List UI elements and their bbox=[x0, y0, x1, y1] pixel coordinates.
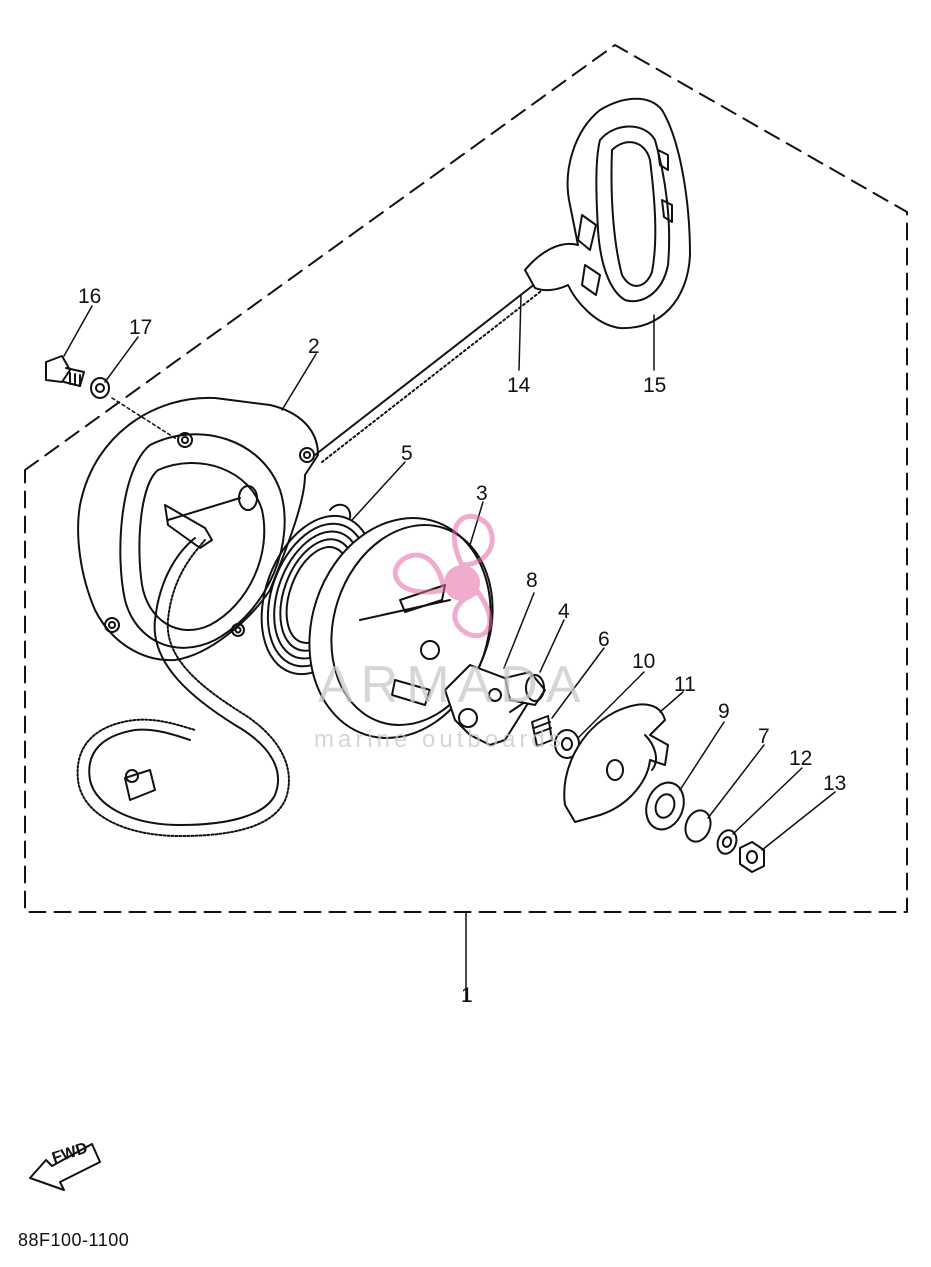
watermark-brand: ARMADA bbox=[318, 656, 589, 714]
bushing bbox=[554, 729, 580, 759]
callout-11: 11 bbox=[674, 673, 696, 696]
callout-5: 5 bbox=[401, 442, 413, 465]
spring-washer bbox=[716, 829, 738, 855]
washer-9 bbox=[645, 781, 685, 831]
callout-2: 2 bbox=[308, 335, 320, 358]
rope-loop bbox=[76, 537, 290, 837]
starter-case bbox=[77, 396, 319, 662]
fwd-arrow-icon bbox=[29, 1143, 101, 1191]
washer-7 bbox=[684, 809, 712, 843]
callout-9: 9 bbox=[718, 700, 730, 723]
washer-17 bbox=[90, 377, 110, 399]
callout-14: 14 bbox=[507, 374, 531, 397]
nut bbox=[739, 841, 765, 873]
bolt bbox=[45, 355, 85, 387]
spring bbox=[531, 715, 553, 747]
callout-17: 17 bbox=[129, 316, 153, 339]
callout-3: 3 bbox=[476, 482, 488, 505]
leader-lines bbox=[63, 294, 836, 1001]
callout-8: 8 bbox=[526, 569, 538, 592]
callout-12: 12 bbox=[789, 747, 813, 770]
starter-handle bbox=[524, 97, 691, 330]
assembly-boundary bbox=[24, 44, 908, 913]
callout-13: 13 bbox=[823, 772, 847, 795]
callout-7: 7 bbox=[758, 725, 770, 748]
pawl bbox=[504, 671, 546, 706]
callout-4: 4 bbox=[558, 600, 570, 623]
callout-1: 1 bbox=[461, 984, 473, 1007]
diagram-part-code: 88F100-1100 bbox=[18, 1230, 130, 1250]
armada-logo-mark bbox=[393, 513, 495, 639]
callout-10: 10 bbox=[632, 650, 656, 673]
callout-15: 15 bbox=[643, 374, 667, 397]
watermark-tagline: marine outboards bbox=[314, 726, 565, 753]
callout-16: 16 bbox=[78, 285, 102, 308]
callout-6: 6 bbox=[598, 628, 610, 651]
starter-rope bbox=[314, 279, 546, 463]
drive-plate bbox=[563, 703, 669, 823]
